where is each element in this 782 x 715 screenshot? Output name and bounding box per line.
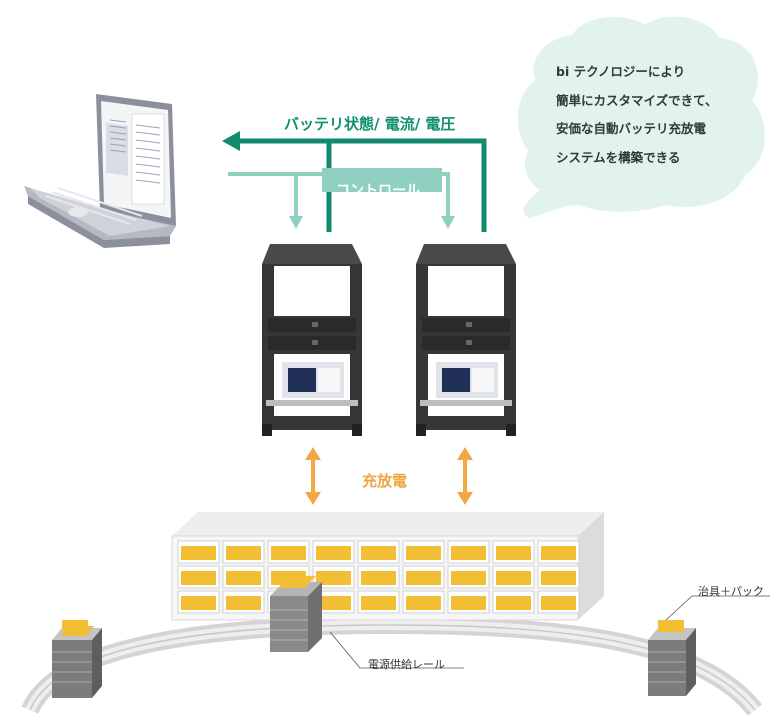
battery-cell bbox=[541, 546, 576, 560]
bubble-line: bi テクノロジーにより bbox=[556, 64, 686, 79]
jig-pack-left bbox=[52, 620, 102, 698]
battery-cell bbox=[226, 571, 261, 585]
rail-leader bbox=[329, 631, 464, 669]
battery-cell bbox=[496, 596, 531, 610]
status-flow-label: バッテリ状態/ 電流/ 電圧 bbox=[284, 115, 456, 133]
status-flow-arrow bbox=[234, 138, 487, 232]
battery-cabinet bbox=[171, 512, 604, 621]
speech-bubble bbox=[517, 16, 765, 218]
battery-cell bbox=[451, 546, 486, 560]
battery-cell bbox=[316, 596, 351, 610]
battery-cell bbox=[361, 596, 396, 610]
battery-cell bbox=[316, 546, 351, 560]
battery-cell bbox=[361, 571, 396, 585]
test-rack-left bbox=[262, 244, 362, 436]
test-rack-right bbox=[416, 244, 516, 436]
laptop bbox=[24, 94, 176, 248]
jig-pack-label: 治具＋パック bbox=[698, 585, 764, 598]
battery-cell bbox=[226, 596, 261, 610]
jig-pack-leader bbox=[665, 595, 770, 621]
battery-cell bbox=[316, 571, 351, 585]
battery-cell bbox=[181, 571, 216, 585]
bubble-line: 安価な自動バッテリ充放電 bbox=[556, 121, 707, 136]
bubble-line: 簡単にカスタマイズできて、 bbox=[556, 92, 718, 108]
jig-pack-right bbox=[648, 620, 696, 696]
battery-cell bbox=[406, 546, 441, 560]
battery-cell bbox=[406, 596, 441, 610]
battery-cell bbox=[541, 571, 576, 585]
battery-cell bbox=[496, 571, 531, 585]
speech-bubble-text: bi テクノロジーにより 簡単にカスタマイズできて、 安価な自動バッテリ充放電 … bbox=[556, 58, 746, 172]
control-flow-label: コントロール bbox=[336, 183, 420, 199]
battery-cell bbox=[271, 546, 306, 560]
battery-cell bbox=[181, 596, 216, 610]
charge-discharge-arrow bbox=[305, 447, 473, 505]
power-rail-label: 電源供給レール bbox=[368, 658, 445, 671]
battery-cell bbox=[496, 546, 531, 560]
battery-cell bbox=[181, 546, 216, 560]
shuttle-jig-center bbox=[270, 576, 322, 652]
battery-cell bbox=[541, 596, 576, 610]
battery-cell bbox=[226, 546, 261, 560]
battery-cell bbox=[406, 571, 441, 585]
charge-discharge-label: 充放電 bbox=[362, 472, 408, 490]
bubble-line: システムを構築できる bbox=[556, 149, 681, 165]
battery-cell bbox=[361, 546, 396, 560]
battery-cell bbox=[451, 571, 486, 585]
battery-cell bbox=[451, 596, 486, 610]
